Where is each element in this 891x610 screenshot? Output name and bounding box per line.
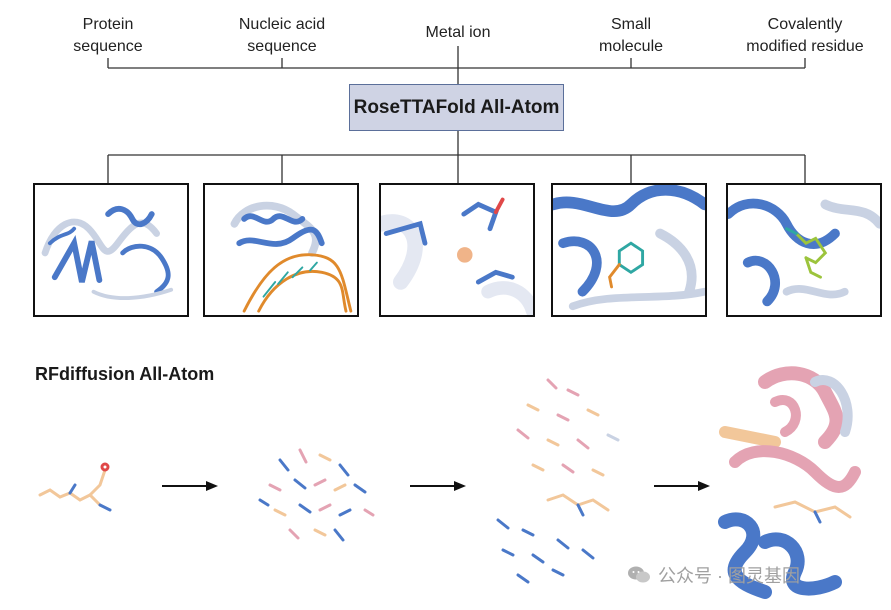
- rosettafold-all-atom-box: RoseTTAFold All-Atom: [349, 84, 564, 131]
- panel-covalent-modification: [726, 183, 882, 317]
- input-label-nucleic-acid-sequence: Nucleic acid sequence: [239, 14, 325, 58]
- stage-noise-cloud: [258, 448, 375, 542]
- covalent-modification-illustration: [728, 198, 880, 307]
- label-line: molecule: [598, 38, 664, 55]
- label-line: Metal ion: [425, 24, 491, 41]
- watermark-text: 公众号 · 图灵基因: [658, 566, 800, 586]
- stage-ligand: [38, 462, 112, 512]
- arrow-right-icon: [162, 481, 218, 491]
- panel-protein-nucleic-acid: [203, 183, 359, 317]
- protein-structure-illustration: [41, 205, 174, 300]
- arrow-right-icon: [654, 481, 710, 491]
- panel-protein-structure: [33, 183, 189, 317]
- label-line: Covalently: [767, 16, 843, 33]
- panel-small-molecule: [551, 183, 707, 317]
- panel-metal-ion: [379, 183, 535, 317]
- small-molecule-illustration: [553, 185, 705, 311]
- label-line: Nucleic acid: [238, 16, 326, 33]
- section-title: RFdiffusion All-Atom: [35, 364, 215, 384]
- wechat-icon: [628, 566, 650, 583]
- stage-partially-denoised: [496, 378, 620, 584]
- label-line: Small: [610, 16, 651, 33]
- label-line: sequence: [247, 38, 317, 55]
- metal-ion-sphere: [457, 247, 473, 263]
- label-line: modified residue: [746, 38, 864, 55]
- label-line: sequence: [73, 38, 143, 55]
- stage-designed-protein: [718, 366, 861, 599]
- watermark: 公众号 · 图灵基因: [626, 560, 866, 590]
- arrow-right-icon: [410, 481, 466, 491]
- input-label-small-molecule: Small molecule: [599, 14, 663, 58]
- input-label-covalently-modified-residue: Covalently modified residue: [746, 14, 863, 58]
- label-line: Protein: [82, 16, 134, 33]
- input-label-protein-sequence: Protein sequence: [73, 14, 142, 58]
- center-box-label: RoseTTAFold All-Atom: [353, 96, 560, 118]
- input-label-metal-ion: Metal ion: [426, 22, 491, 44]
- metal-ion-illustration: [381, 197, 533, 315]
- protein-dna-illustration: [230, 201, 353, 313]
